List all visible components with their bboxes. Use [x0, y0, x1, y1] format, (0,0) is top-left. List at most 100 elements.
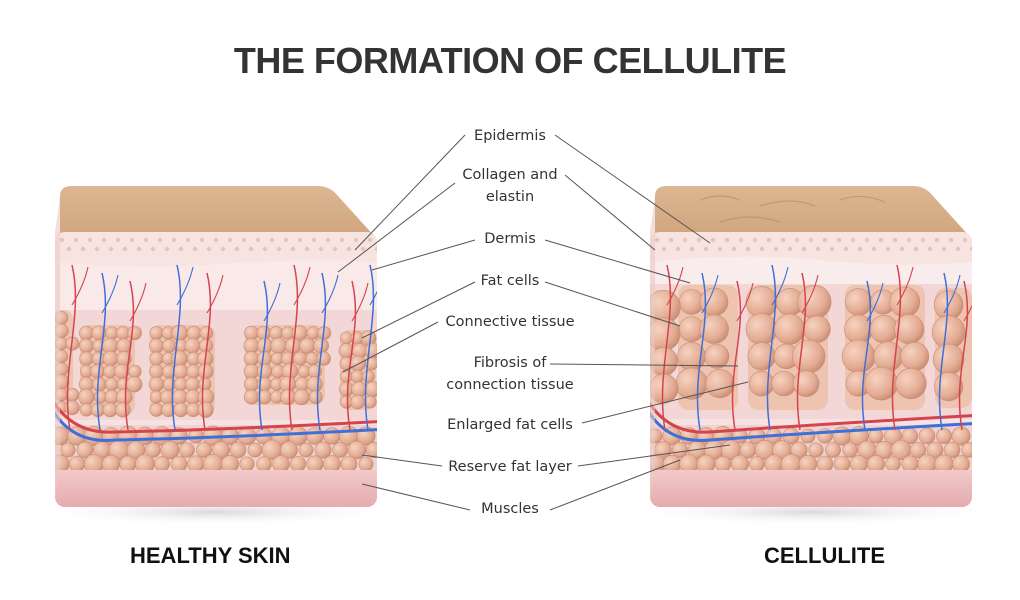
vein-branch — [316, 272, 327, 431]
diagram-title: THE FORMATION OF CELLULITE — [233, 40, 787, 81]
epidermis-dot — [94, 246, 100, 252]
epidermis-dots — [59, 237, 377, 252]
label-reserve-fat-layer: Reserve fat layer — [448, 459, 572, 475]
fat-cell — [185, 376, 200, 392]
fat-cell — [148, 376, 165, 392]
reserve-fat-cell — [145, 442, 161, 458]
epidermis-dot — [955, 246, 961, 252]
fat-cell — [900, 341, 930, 371]
artery-twig — [963, 282, 972, 322]
fat-cell — [299, 337, 316, 354]
epidermis-dot — [906, 237, 912, 243]
fat-cell — [699, 287, 729, 317]
leader-fibrosis — [549, 363, 739, 367]
fat-cell — [173, 363, 189, 379]
label-fibrosis: Fibrosis of connection tissue — [446, 352, 573, 396]
vein-branch — [938, 272, 949, 431]
reserve-fat-cell — [358, 456, 374, 472]
reserve-fat-cell — [323, 427, 341, 445]
reserve-fat-cell — [901, 455, 919, 473]
reserve-fat-cell — [119, 455, 137, 473]
fat-cell — [197, 363, 214, 380]
fat-cell — [171, 389, 188, 405]
leader-epidermis-left — [354, 134, 466, 251]
epidermis-dot — [703, 246, 709, 252]
epidermis-dot — [815, 246, 821, 252]
healthy-skin-cube — [55, 186, 377, 507]
reserve-fat-cell — [280, 441, 298, 459]
reserve-fat-cell — [298, 442, 314, 458]
fat-cell — [128, 364, 142, 379]
epidermis-dot — [948, 237, 954, 243]
epidermis-dot — [836, 237, 842, 243]
muscle-layer — [55, 470, 377, 507]
reserve-fat-cell — [179, 442, 195, 458]
epidermis-dot — [843, 246, 849, 252]
fat-cell — [171, 324, 188, 342]
epidermis-dot — [297, 237, 303, 243]
epidermis-dot — [885, 246, 891, 252]
artery-branch — [796, 272, 807, 431]
epidermis-dot — [87, 237, 93, 243]
epidermis-dot — [213, 237, 219, 243]
epidermis-dot — [101, 237, 107, 243]
epidermis-dot — [150, 246, 156, 252]
leader-fatcells-left — [361, 281, 476, 339]
dermis-layer — [55, 260, 377, 310]
epidermis-dot — [346, 246, 352, 252]
reserve-fat-cell — [272, 455, 290, 473]
label-collagen-line1: Collagen and — [462, 167, 558, 183]
enlarged-fat-cells-group — [650, 285, 972, 410]
fat-cell — [869, 315, 899, 344]
epidermis-dot — [962, 237, 968, 243]
vein-twig — [701, 274, 719, 314]
label-fibrosis-line1: Fibrosis of — [473, 355, 547, 371]
fat-cell — [102, 350, 119, 367]
epidermis-dot — [178, 246, 184, 252]
reserve-fat-cell — [961, 442, 972, 458]
artery-twig — [736, 282, 754, 322]
fat-cell — [79, 351, 94, 366]
reserve-fat-cell — [800, 428, 816, 444]
epidermis-dot — [675, 246, 681, 252]
epidermis-dot — [248, 246, 254, 252]
leader-lines — [337, 134, 749, 511]
reserve-fat-cell — [170, 455, 188, 473]
leader-fatcells-right — [544, 281, 681, 327]
fat-cell — [198, 377, 212, 391]
vein-branch — [364, 264, 375, 431]
fat-cell — [771, 370, 797, 397]
vein — [650, 394, 972, 442]
blood-vessels — [650, 264, 972, 442]
epidermis-dot — [941, 246, 947, 252]
artery-branch — [731, 280, 742, 431]
epidermis-dot — [234, 246, 240, 252]
epidermis-dot — [892, 237, 898, 243]
artery-branch — [288, 264, 299, 431]
label-collagen: Collagen and elastin — [462, 164, 557, 208]
epidermis-dot — [822, 237, 828, 243]
reserve-fat-cell — [347, 440, 367, 460]
fat-cell — [126, 376, 143, 393]
label-enlarged-fat-cells: Enlarged fat cells — [447, 417, 573, 433]
artery-twig — [71, 266, 89, 306]
fat-cell — [186, 325, 202, 341]
fat-cell — [774, 313, 806, 345]
reserve-fat-cell — [60, 442, 76, 458]
caption-healthy-skin: HEALTHY SKIN — [130, 543, 291, 568]
label-epidermis: Epidermis — [474, 128, 546, 144]
reserve-fat-cell — [885, 456, 901, 472]
fat-cell — [841, 339, 876, 374]
fat-cell — [351, 381, 368, 398]
artery-branch — [124, 280, 135, 431]
artery-twig — [666, 266, 684, 306]
fat-cell — [873, 341, 904, 372]
leader-reserve-right — [577, 444, 731, 467]
fat-cell — [844, 288, 873, 316]
reserve-fat-cell — [160, 440, 180, 460]
epidermis-dot — [367, 237, 373, 243]
epidermis-dot — [143, 237, 149, 243]
epidermis-dot — [689, 246, 695, 252]
fat-cell — [699, 314, 729, 344]
